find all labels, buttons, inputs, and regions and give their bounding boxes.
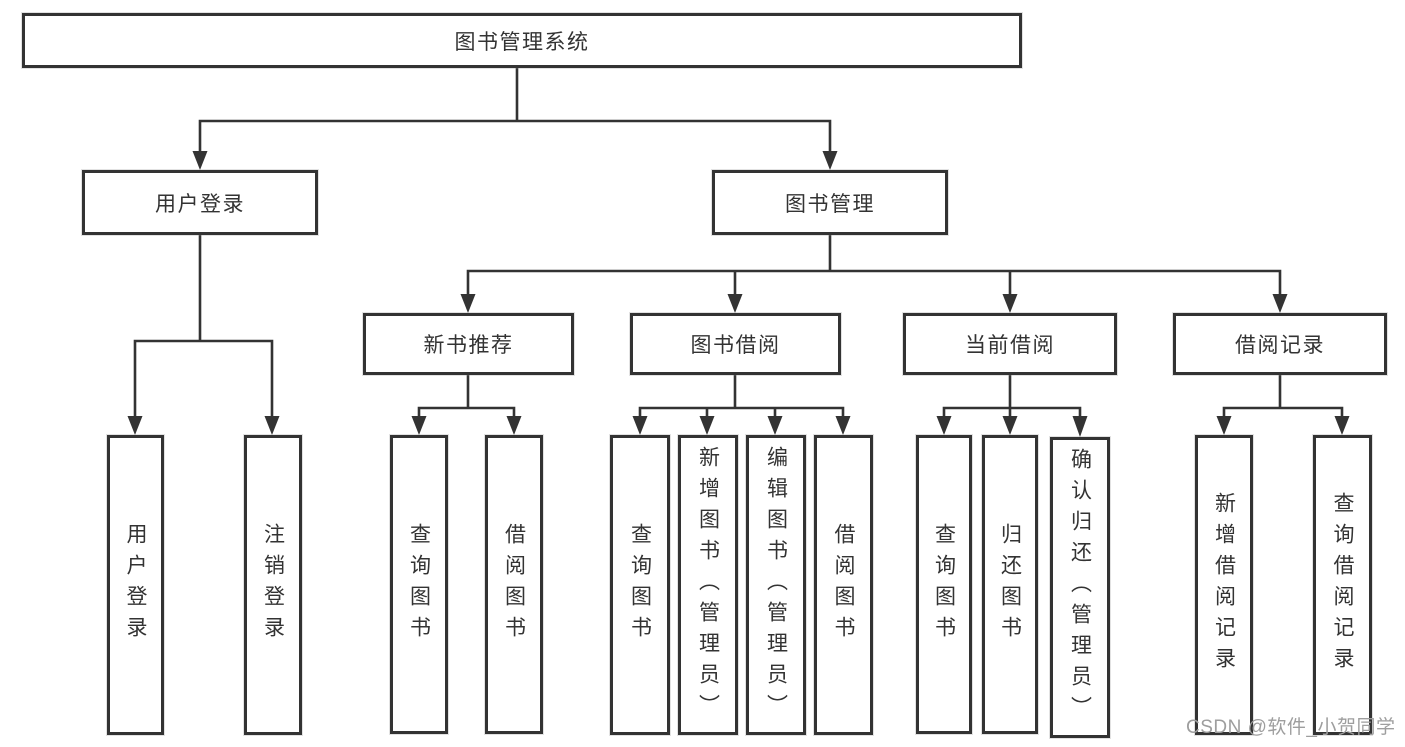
arrow-down-icon: [1002, 294, 1018, 313]
node-borrowing-records-label: 借阅记录: [1235, 334, 1325, 357]
node-user-login: 用户登录: [82, 170, 318, 235]
leaf-newbook-borrow-books-label: 借阅图书: [502, 522, 526, 647]
leaf-current-confirm-return-admin: 确认归还（管理员）: [1050, 437, 1110, 738]
node-user-login-label: 用户登录: [155, 192, 245, 216]
arrow-down-icon: [127, 416, 143, 435]
leaf-newbook-borrow-books: 借阅图书: [485, 435, 543, 734]
node-current-borrowing-label: 当前借阅: [965, 334, 1055, 357]
leaf-borrowing-query-books-label: 查询图书: [628, 523, 652, 647]
leaf-logout: 注销登录: [244, 435, 302, 735]
node-root-system: 图书管理系统: [22, 13, 1022, 68]
leaf-user-login-label: 用户登录: [124, 523, 147, 647]
leaf-borrowing-add-books-admin: 新增图书（管理员）: [678, 435, 738, 735]
node-book-management-label: 图书管理: [785, 192, 875, 216]
leaf-user-login: 用户登录: [107, 435, 164, 735]
leaf-borrowing-add-books-admin-label: 新增图书（管理员）: [696, 445, 720, 725]
node-root-label: 图书管理系统: [454, 30, 590, 54]
arrow-down-icon: [1216, 416, 1232, 435]
leaf-newbook-query-books-label: 查询图书: [407, 522, 431, 647]
leaf-borrowing-query-books: 查询图书: [610, 435, 670, 735]
leaf-borrowing-borrow-books-label: 借阅图书: [832, 523, 855, 647]
node-new-book-recommend-label: 新书推荐: [423, 334, 514, 357]
arrow-down-icon: [835, 416, 851, 435]
leaf-records-query-borrow-record-label: 查询借阅记录: [1331, 492, 1354, 678]
leaf-current-return-books-label: 归还图书: [998, 522, 1022, 647]
node-borrowing-records: 借阅记录: [1173, 313, 1387, 375]
arrow-down-icon: [1272, 294, 1288, 313]
arrow-down-icon: [1072, 416, 1088, 437]
leaf-current-query-books: 查询图书: [916, 435, 972, 734]
arrow-down-icon: [699, 416, 715, 435]
node-book-management: 图书管理: [712, 170, 948, 235]
leaf-borrowing-borrow-books: 借阅图书: [814, 435, 873, 735]
leaf-borrowing-edit-books-admin-label: 编辑图书（管理员）: [764, 445, 788, 725]
arrow-down-icon: [822, 151, 838, 170]
leaf-newbook-query-books: 查询图书: [390, 435, 448, 734]
arrow-down-icon: [936, 416, 952, 435]
arrow-down-icon: [192, 151, 208, 170]
node-book-borrowing-label: 图书借阅: [690, 334, 781, 357]
arrow-down-icon: [264, 416, 280, 435]
leaf-records-add-borrow-record-label: 新增借阅记录: [1212, 492, 1236, 678]
csdn-watermark: CSDN @软件_小贺同学: [1186, 717, 1396, 738]
arrow-down-icon: [767, 416, 783, 435]
node-book-borrowing: 图书借阅: [630, 313, 841, 375]
leaf-records-add-borrow-record: 新增借阅记录: [1195, 435, 1253, 735]
arrow-down-icon: [1334, 416, 1350, 435]
leaf-borrowing-edit-books-admin: 编辑图书（管理员）: [746, 435, 806, 735]
arrowheads-layer: [127, 151, 1350, 437]
leaf-records-query-borrow-record: 查询借阅记录: [1313, 435, 1372, 735]
arrow-down-icon: [411, 416, 427, 435]
leaf-logout-label: 注销登录: [261, 523, 285, 647]
node-new-book-recommend: 新书推荐: [363, 313, 574, 375]
arrow-down-icon: [727, 294, 743, 313]
leaf-current-confirm-return-admin-label: 确认归还（管理员）: [1068, 448, 1092, 727]
leaf-current-query-books-label: 查询图书: [932, 522, 956, 647]
leaf-current-return-books: 归还图书: [982, 435, 1038, 734]
node-current-borrowing: 当前借阅: [903, 313, 1117, 375]
arrow-down-icon: [506, 416, 522, 435]
connector-lines: [133, 68, 1344, 419]
arrow-down-icon: [460, 294, 476, 313]
arrow-down-icon: [1002, 416, 1018, 435]
arrow-down-icon: [632, 416, 648, 435]
